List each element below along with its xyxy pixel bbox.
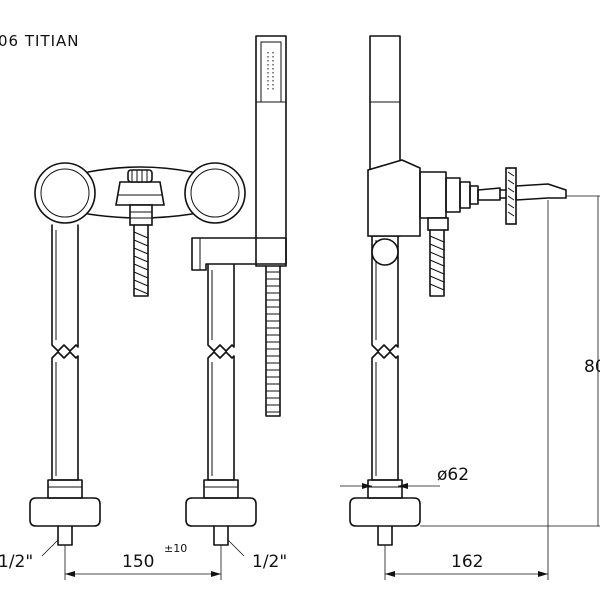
drawing-title: 06 TITIAN: [0, 32, 80, 50]
left-leg: [29, 224, 101, 546]
dimension-lines: [41, 195, 600, 580]
mixer-body: [34, 162, 246, 297]
height-label: 80: [584, 357, 600, 377]
thread-left-label: 1/2": [0, 552, 33, 572]
center-tolerance-label: ±10: [164, 542, 187, 555]
front-view: [29, 35, 287, 546]
side-view: [349, 35, 567, 546]
thread-right-label: 1/2": [252, 552, 287, 572]
right-leg: [185, 264, 257, 546]
diameter-label: ø62: [437, 465, 469, 485]
projection-label: 162: [451, 552, 483, 572]
hand-shower: [191, 35, 287, 417]
center-distance-label: 150: [122, 552, 154, 572]
